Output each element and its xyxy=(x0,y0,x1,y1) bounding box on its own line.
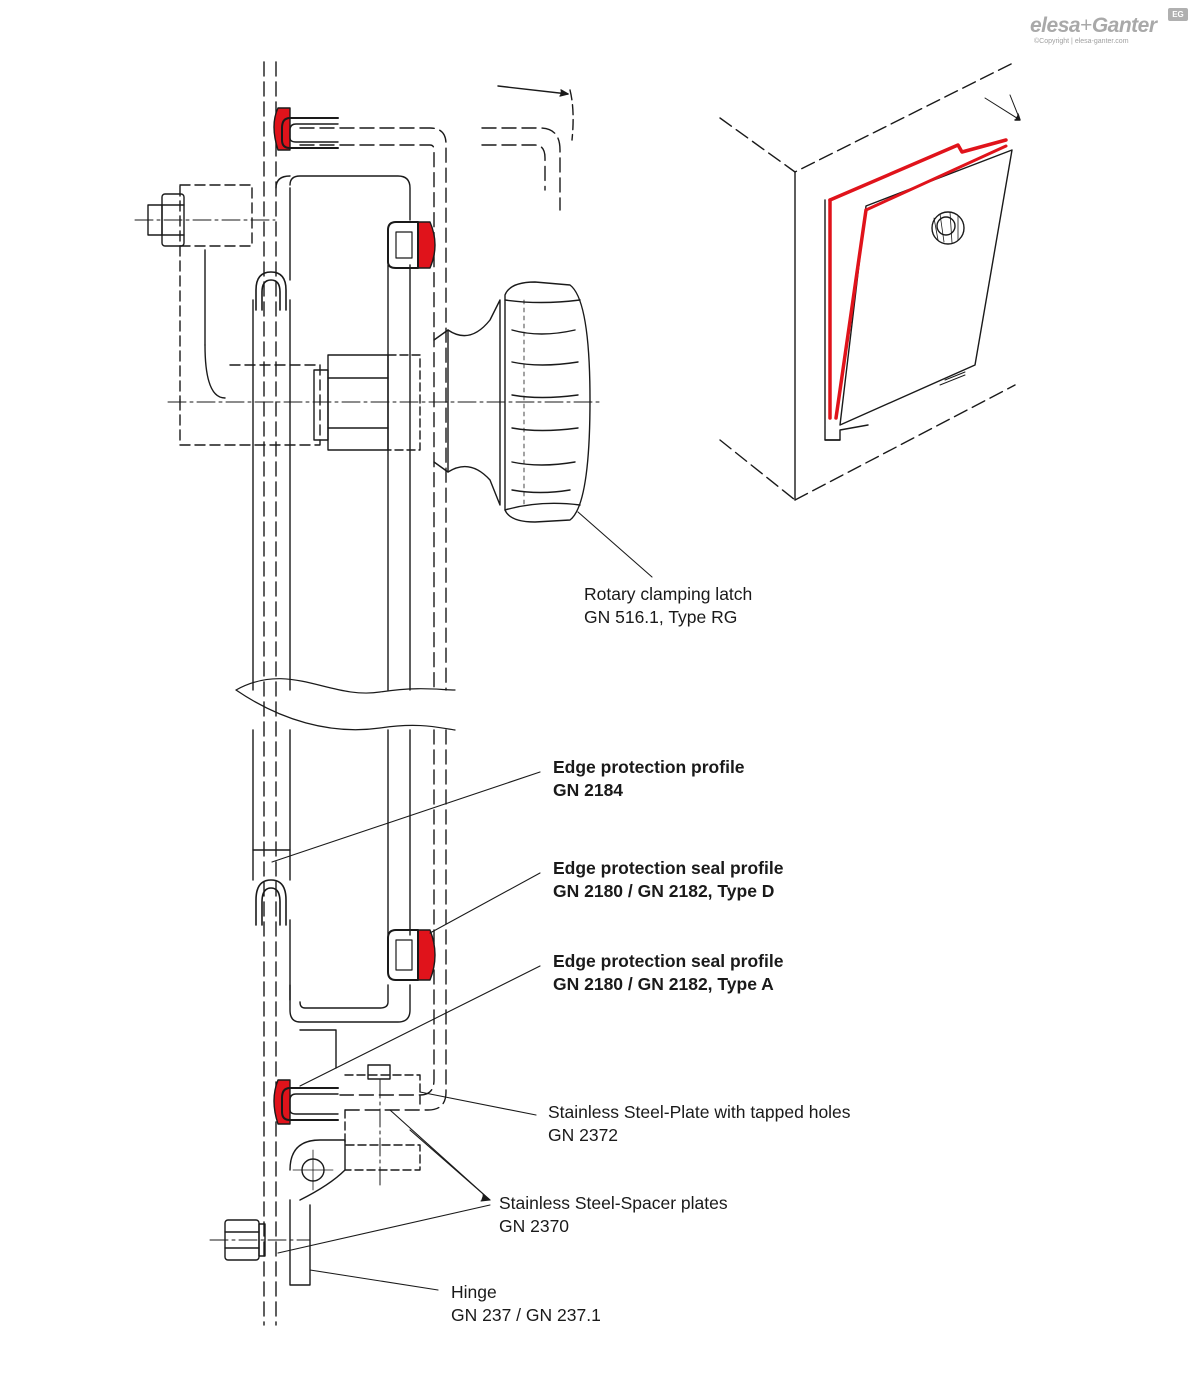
leader-spacer-2 xyxy=(409,1129,491,1201)
leader-lines xyxy=(271,511,653,1291)
label-seal-type-a: Edge protection seal profile GN 2180 / G… xyxy=(553,951,784,994)
leader-edge-profile xyxy=(271,771,541,863)
frame-wall xyxy=(263,61,277,1326)
label-hinge: Hinge GN 237 / GN 237.1 xyxy=(451,1282,601,1325)
top-bracket xyxy=(134,184,276,401)
frame-tube xyxy=(252,299,291,1001)
latch-mechanism xyxy=(167,354,601,451)
swing-indicator xyxy=(481,85,574,211)
seal-profile-upper-right xyxy=(387,221,436,269)
leader-plate xyxy=(419,1091,537,1116)
copyright-text: ©Copyright | elesa-ganter.com xyxy=(1034,38,1129,45)
leader-seal-type-a xyxy=(299,965,541,1087)
rotary-knob xyxy=(433,281,591,523)
break-line xyxy=(235,678,456,731)
label-spacer: Stainless Steel-Spacer plates GN 2370 xyxy=(499,1193,728,1236)
label-edge-profile: Edge protection profile GN 2184 xyxy=(553,757,745,800)
edge-protection-profile xyxy=(255,271,287,926)
isometric-cabinet xyxy=(719,61,1021,501)
door-panel-outline xyxy=(299,127,447,1111)
label-seal-type-d: Edge protection seal profile GN 2180 / G… xyxy=(553,858,784,901)
seal-profile-type-a xyxy=(273,1079,339,1125)
hinge xyxy=(209,1029,421,1286)
leader-hinge xyxy=(309,1269,439,1291)
seal-profile-top xyxy=(273,107,339,151)
elesa-ganter-logo: elesa+Ganter ©Copyright | elesa-ganter.c… xyxy=(1030,8,1190,48)
label-plate: Stainless Steel-Plate with tapped holes … xyxy=(548,1102,851,1145)
label-rotary-latch: Rotary clamping latch GN 516.1, Type RG xyxy=(584,584,753,627)
leader-rotary-latch xyxy=(577,511,653,578)
leader-seal-type-d xyxy=(429,872,541,934)
eg-badge: EG xyxy=(1168,8,1188,21)
logo-wordmark: elesa+Ganter xyxy=(1030,14,1157,37)
seal-profile-type-d xyxy=(387,929,436,981)
door-stiffener xyxy=(275,175,411,1023)
leader-spacer-3 xyxy=(277,1204,491,1254)
